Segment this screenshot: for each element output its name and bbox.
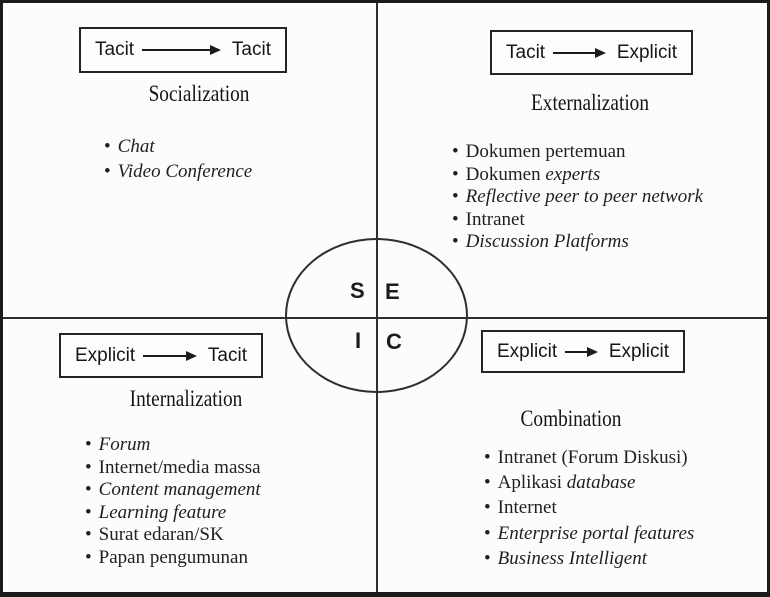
bullet-icon: • bbox=[452, 141, 459, 162]
bullet-icon: • bbox=[452, 231, 459, 252]
to-label: Explicit bbox=[608, 340, 669, 362]
list-item: • Aplikasi database bbox=[484, 470, 694, 495]
from-label: Tacit bbox=[95, 39, 135, 60]
bullet-icon: • bbox=[85, 546, 92, 568]
item-text-italic: Chat bbox=[117, 136, 155, 157]
externalization-conversion-box: Tacit Explicit bbox=[490, 30, 693, 75]
item-text: Dokumen pertemuan bbox=[465, 141, 626, 162]
list-item: • Dokumen experts bbox=[452, 164, 703, 187]
bullet-icon: • bbox=[484, 497, 491, 519]
bullet-icon: • bbox=[85, 501, 92, 523]
item-text-italic: Video Conference bbox=[117, 161, 253, 182]
arrow-right-icon bbox=[553, 51, 604, 54]
center-letter-c: C bbox=[386, 329, 402, 354]
item-text: Surat edaran/SK bbox=[98, 524, 224, 546]
item-text-italic: Learning feature bbox=[98, 501, 227, 523]
item-text-italic: Discussion Platforms bbox=[465, 231, 629, 252]
item-text-italic: Forum bbox=[98, 434, 151, 455]
combination-item-list: • Intranet (Forum Diskusi) • Aplikasi data… bbox=[484, 445, 694, 571]
list-item: • Dokumen pertemuan bbox=[452, 141, 703, 164]
list-item: • Surat edaran/SK bbox=[85, 524, 261, 547]
quadrant-title-socialization: Socialization bbox=[148, 81, 250, 106]
item-text-italic: database bbox=[566, 472, 636, 494]
list-item: • Business Intelligent bbox=[484, 546, 694, 571]
list-item: • Enterprise portal features bbox=[484, 521, 694, 546]
list-item: • Learning feature bbox=[85, 502, 261, 525]
item-text-italic: experts bbox=[545, 163, 601, 185]
bullet-icon: • bbox=[484, 547, 491, 569]
list-item: • Forum bbox=[85, 434, 261, 457]
item-text: Internet bbox=[497, 497, 557, 519]
bullet-icon: • bbox=[452, 163, 459, 185]
arrow-right-icon bbox=[565, 350, 596, 353]
item-text-italic: Enterprise portal features bbox=[497, 522, 695, 544]
internalization-item-list: • Forum • Internet/media massa • Content ma… bbox=[85, 434, 261, 570]
internalization-conversion-box: Explicit Tacit bbox=[59, 333, 263, 378]
quadrant-title-internalization: Internalization bbox=[129, 386, 243, 411]
from-label: Explicit bbox=[497, 340, 558, 362]
item-text: Aplikasi bbox=[497, 472, 567, 494]
item-text: Internet/media massa bbox=[98, 456, 261, 478]
list-item: • Intranet bbox=[452, 209, 703, 232]
quadrant-title-combination: Combination bbox=[520, 406, 622, 431]
list-item: • Reflective peer to peer network bbox=[452, 186, 703, 209]
item-text: Intranet (Forum Diskusi) bbox=[497, 447, 688, 468]
bullet-icon: • bbox=[484, 447, 491, 468]
bullet-icon: • bbox=[452, 186, 459, 207]
list-item: • Discussion Platforms bbox=[452, 231, 703, 254]
item-text: Dokumen bbox=[465, 163, 546, 185]
to-label: Explicit bbox=[616, 41, 677, 63]
socialization-item-list: • Chat • Video Conference bbox=[104, 134, 252, 184]
bullet-icon: • bbox=[85, 434, 92, 455]
list-item: • Chat bbox=[104, 134, 252, 159]
bullet-icon: • bbox=[452, 208, 459, 230]
item-text: Papan pengumunan bbox=[98, 546, 248, 568]
combination-conversion-box: Explicit Explicit bbox=[481, 330, 685, 373]
bullet-icon: • bbox=[104, 136, 111, 157]
item-text-italic: Content management bbox=[98, 479, 261, 501]
center-letter-s: S bbox=[350, 278, 365, 303]
list-item: • Internet/media massa bbox=[85, 457, 261, 480]
arrow-right-icon bbox=[143, 354, 195, 357]
list-item: • Papan pengumunan bbox=[85, 547, 261, 570]
from-label: Tacit bbox=[506, 41, 546, 63]
list-item: • Video Conference bbox=[104, 159, 252, 184]
seci-circle bbox=[285, 238, 468, 393]
item-text: Intranet bbox=[465, 208, 525, 230]
socialization-conversion-box: Tacit Tacit bbox=[79, 27, 287, 73]
bullet-icon: • bbox=[104, 161, 111, 182]
to-label: Tacit bbox=[231, 39, 271, 60]
externalization-item-list: • Dokumen pertemuan • Dokumen experts • Ref… bbox=[452, 141, 703, 254]
center-letter-e: E bbox=[385, 279, 400, 304]
bullet-icon: • bbox=[85, 456, 92, 478]
quadrant-title-externalization: Externalization bbox=[530, 90, 650, 115]
bullet-icon: • bbox=[85, 479, 92, 501]
bullet-icon: • bbox=[484, 472, 491, 494]
list-item: • Content management bbox=[85, 479, 261, 502]
item-text-italic: Reflective peer to peer network bbox=[465, 186, 704, 207]
list-item: • Intranet (Forum Diskusi) bbox=[484, 445, 694, 470]
to-label: Tacit bbox=[207, 344, 247, 366]
arrow-right-icon bbox=[142, 49, 219, 51]
center-letter-i: I bbox=[355, 328, 362, 353]
bullet-icon: • bbox=[85, 524, 92, 546]
list-item: • Internet bbox=[484, 495, 694, 520]
bullet-icon: • bbox=[484, 522, 491, 544]
from-label: Explicit bbox=[75, 344, 136, 366]
item-text-italic: Business Intelligent bbox=[497, 547, 647, 569]
